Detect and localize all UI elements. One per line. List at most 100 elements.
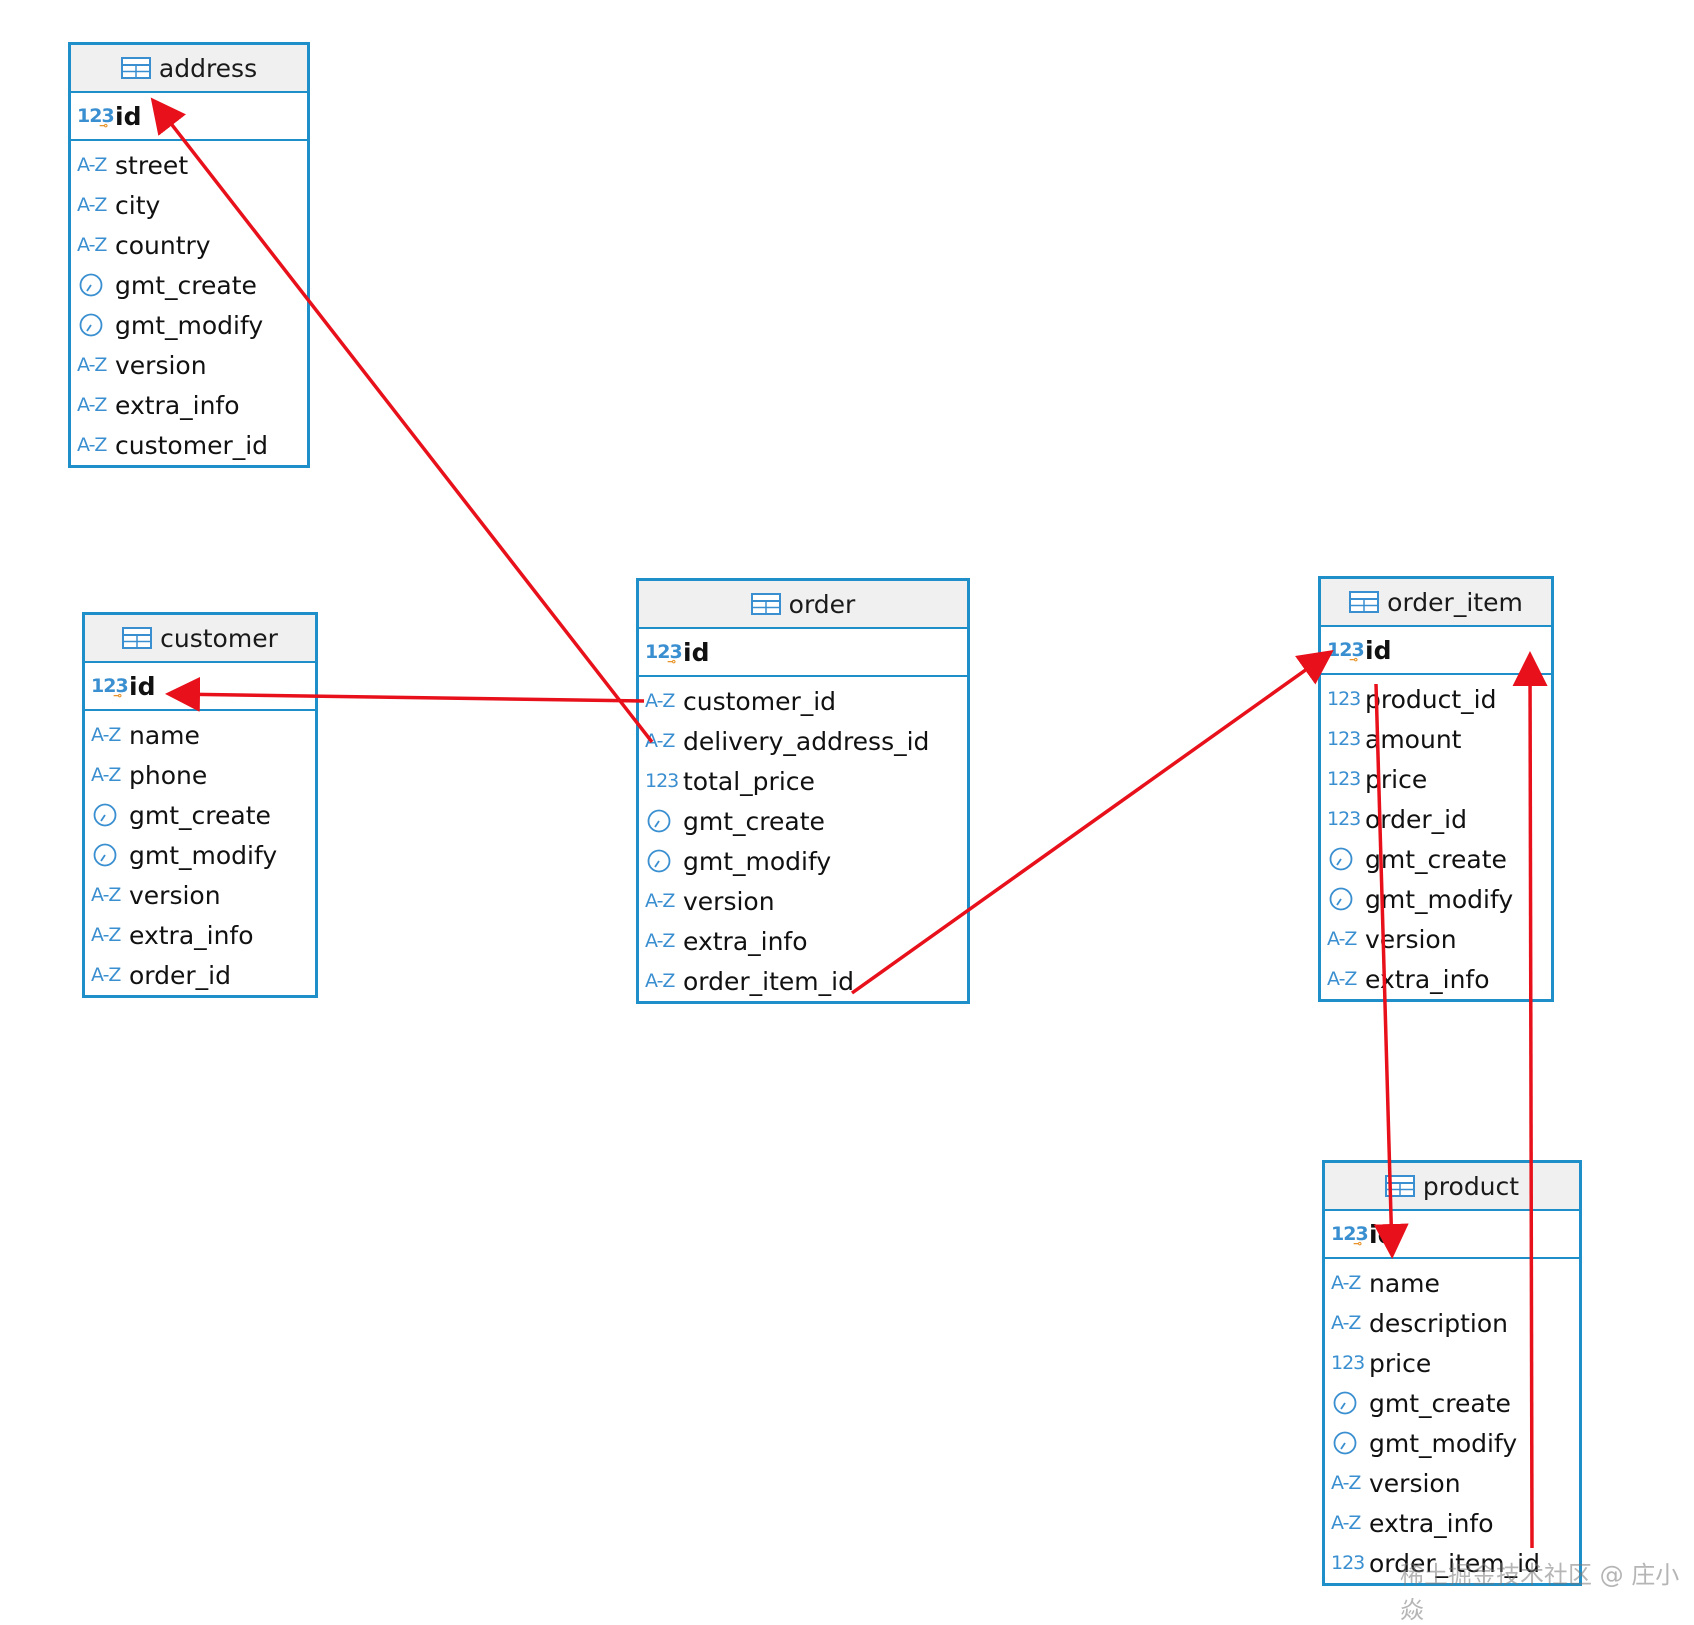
column-row[interactable]: gmt_create xyxy=(1325,1383,1579,1423)
number-type-icon: 123 xyxy=(1327,768,1361,790)
column-name: delivery_address_id xyxy=(683,726,930,756)
column-name: id xyxy=(1369,1219,1396,1249)
column-row[interactable]: gmt_create xyxy=(1321,839,1551,879)
table-header-product: product xyxy=(1325,1163,1579,1211)
number-type-icon: 123⊸ xyxy=(1331,1223,1369,1250)
number-type-icon: 123 xyxy=(1327,728,1361,750)
column-name: phone xyxy=(129,760,208,790)
number-type-icon: 123 xyxy=(1327,688,1361,710)
column-row[interactable]: gmt_modify xyxy=(71,305,307,345)
column-name: gmt_modify xyxy=(683,846,832,876)
column-row[interactable]: gmt_modify xyxy=(639,841,967,881)
column-row[interactable]: gmt_modify xyxy=(1321,879,1551,919)
primary-key-row[interactable]: 123⊸ id xyxy=(1325,1211,1579,1259)
table-name: order_item xyxy=(1387,587,1523,617)
column-name: country xyxy=(115,230,211,260)
column-name: id xyxy=(129,671,156,701)
key-icon: ⊸ xyxy=(667,655,677,668)
string-type-icon: A-Z xyxy=(1327,968,1357,990)
string-type-icon: A-Z xyxy=(1331,1472,1361,1494)
string-type-icon: A-Z xyxy=(77,234,107,256)
column-name: version xyxy=(115,350,207,380)
column-name: price xyxy=(1365,764,1428,794)
column-name: gmt_create xyxy=(129,800,271,830)
string-type-icon: A-Z xyxy=(91,884,121,906)
column-name: customer_id xyxy=(683,686,837,716)
column-name: extra_info xyxy=(115,390,240,420)
column-row[interactable]: gmt_create xyxy=(639,801,967,841)
clock-icon xyxy=(93,803,117,827)
column-name: gmt_modify xyxy=(1369,1428,1518,1458)
column-row[interactable]: gmt_modify xyxy=(1325,1423,1579,1463)
column-name: version xyxy=(129,880,221,910)
table-grid-icon xyxy=(120,57,151,79)
column-name: name xyxy=(1369,1268,1440,1298)
column-row[interactable]: A-Z extra_info xyxy=(1325,1503,1579,1543)
column-row[interactable]: A-Z version xyxy=(71,345,307,385)
clock-icon xyxy=(647,809,671,833)
primary-key-row[interactable]: 123⊸ id xyxy=(639,629,967,677)
primary-key-row[interactable]: 123⊸ id xyxy=(85,663,315,711)
column-name: id xyxy=(115,101,142,131)
column-name: extra_info xyxy=(1369,1508,1494,1538)
string-type-icon: A-Z xyxy=(77,434,107,456)
column-name: extra_info xyxy=(129,920,254,950)
column-row[interactable]: gmt_modify xyxy=(85,835,315,875)
column-row[interactable]: gmt_create xyxy=(85,795,315,835)
column-row[interactable]: A-Z version xyxy=(85,875,315,915)
table-name: customer xyxy=(160,623,278,653)
primary-key-row[interactable]: 123⊸ id xyxy=(1321,627,1551,675)
column-name: id xyxy=(1365,635,1392,665)
column-name: product_id xyxy=(1365,684,1497,714)
clock-icon xyxy=(79,313,103,337)
column-name: gmt_create xyxy=(1365,844,1507,874)
string-type-icon: A-Z xyxy=(91,724,121,746)
number-type-icon: 123⊸ xyxy=(77,105,115,132)
column-row[interactable]: A-Z name xyxy=(85,715,315,755)
column-row[interactable]: gmt_create xyxy=(71,265,307,305)
number-type-icon: 123 xyxy=(1327,808,1361,830)
string-type-icon: A-Z xyxy=(77,354,107,376)
string-type-icon: A-Z xyxy=(1331,1512,1361,1534)
column-name: name xyxy=(129,720,200,750)
table-grid-icon xyxy=(1384,1175,1415,1197)
number-type-icon: 123⊸ xyxy=(1327,639,1365,666)
primary-key-row[interactable]: 123⊸ id xyxy=(71,93,307,141)
column-row[interactable]: A-Z country xyxy=(71,225,307,265)
column-name: description xyxy=(1369,1308,1509,1338)
column-name: gmt_modify xyxy=(129,840,278,870)
clock-icon xyxy=(1329,887,1353,911)
string-type-icon: A-Z xyxy=(1327,928,1357,950)
